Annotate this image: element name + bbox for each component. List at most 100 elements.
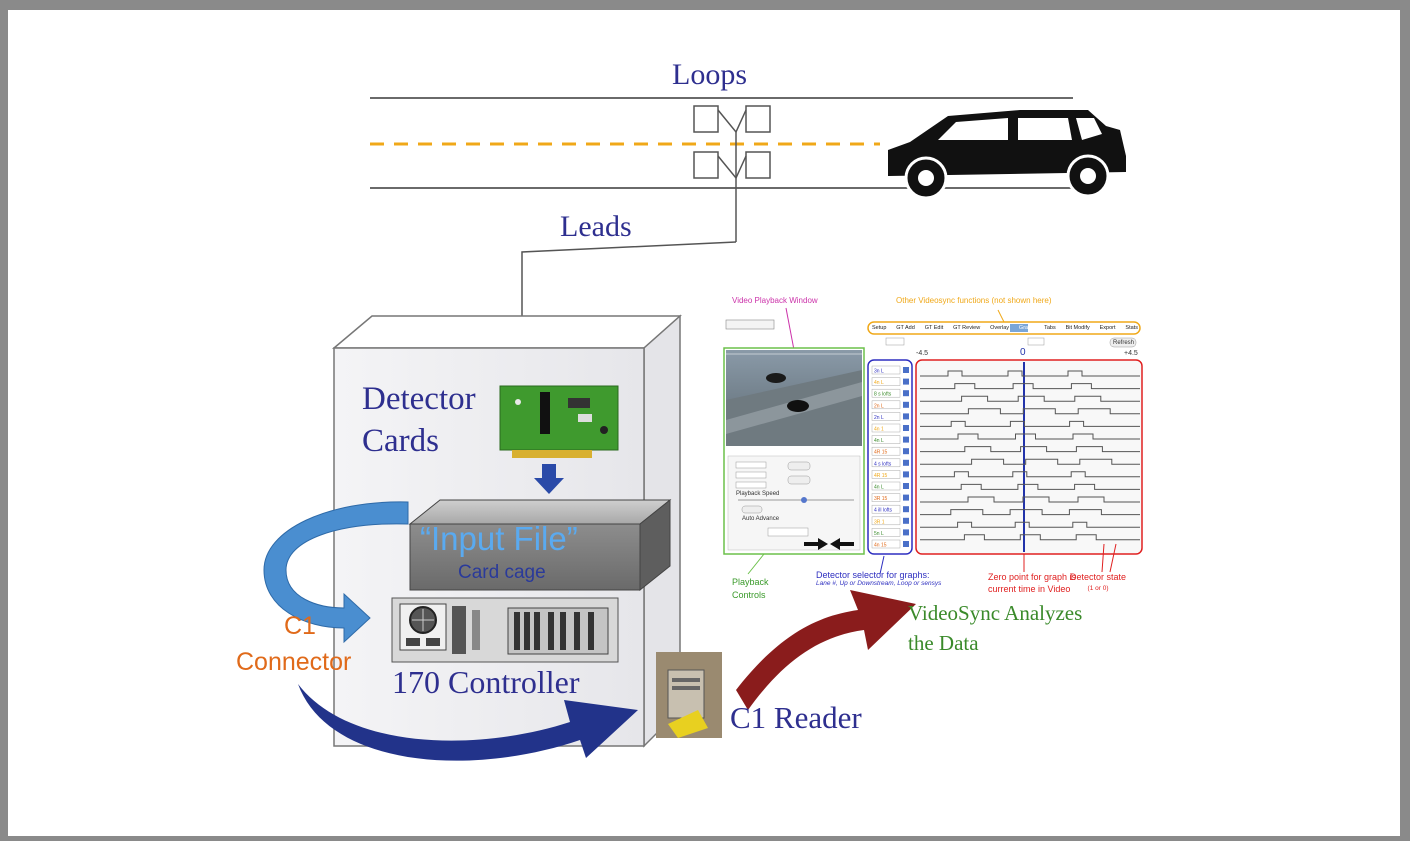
detector-checkbox-13[interactable] [903, 506, 909, 513]
detector-trace-3 [920, 395, 1140, 402]
detector-label-10: 4R 15 [874, 473, 888, 479]
refresh-label[interactable]: Refresh [1113, 340, 1135, 346]
tab-bit-modify[interactable]: Bit Modify [1065, 325, 1090, 331]
detector-checkbox-9[interactable] [903, 459, 909, 466]
detector-label-16: 4n 15 [874, 543, 887, 549]
detector-card-icon [499, 385, 619, 458]
c1-connector-arrow [263, 501, 409, 644]
detector-select-12[interactable] [871, 493, 901, 502]
detector-label-11: 4n L [874, 485, 884, 491]
detector-select-1[interactable] [871, 365, 901, 375]
other-functions-label: Other Videosync functions (not shown her… [896, 296, 1052, 305]
playback-controls-line-1: Playback [732, 577, 769, 587]
tab-export[interactable]: Export [1099, 325, 1116, 331]
c1-reader-label: C1 Reader [730, 700, 862, 735]
detector-select-13[interactable] [871, 504, 901, 514]
down-arrow-icon [534, 464, 564, 494]
detector-trace-10 [920, 483, 1140, 490]
playback-controls-line-2: Controls [732, 590, 766, 600]
tab-gt-review[interactable]: GT Review [953, 325, 981, 331]
detector-label-1: 3n L [874, 369, 884, 375]
tab-gt-add[interactable]: GT Add [896, 325, 915, 331]
detector-checkbox-8[interactable] [903, 448, 909, 455]
detector-select-10[interactable] [871, 470, 901, 479]
c1-connector-line-2: Connector [236, 648, 352, 676]
tab-setup[interactable]: Setup [872, 325, 887, 331]
detector-selector-line-1: Detector selector for graphs: [816, 570, 930, 580]
car-icon [888, 110, 1126, 200]
detector-label-9: 4 s lofts [874, 461, 892, 467]
tab-graph[interactable]: Graph [1018, 325, 1035, 331]
detector-select-9[interactable] [871, 458, 901, 468]
dark-red-arrow [736, 590, 916, 710]
detector-select-11[interactable] [871, 481, 901, 491]
videosync-tabs: Setup GT Add GT Edit GT Review Overlay Graph T… [872, 322, 1138, 334]
detector-checkbox-5[interactable] [903, 413, 909, 420]
detector-trace-8 [920, 458, 1140, 465]
graph-right-value: +4.5 [1124, 350, 1138, 357]
input-file-label: “Input File” [420, 520, 578, 557]
detector-checkbox-2[interactable] [903, 378, 909, 385]
card-cage-label: Card cage [458, 562, 546, 583]
detector-select-4[interactable] [871, 400, 901, 410]
detector-trace-9 [920, 471, 1140, 478]
videosync-line-1: VideoSync Analyzes [908, 601, 1083, 625]
leads-label: Leads [560, 210, 632, 243]
detector-checkbox-16[interactable] [903, 541, 909, 547]
tab-gt-edit[interactable]: GT Edit [924, 325, 944, 331]
detector-checkbox-11[interactable] [903, 483, 909, 489]
graph-left-value: -4.5 [916, 350, 929, 357]
detector-checkbox-6[interactable] [903, 425, 909, 431]
playback-controls-caption: Playback Controls [732, 576, 769, 602]
zero-point-line-1: Zero point for graph is [988, 572, 1077, 582]
detector-select-3[interactable] [871, 388, 901, 398]
c1-connector-line-1: C1 [284, 612, 316, 640]
detector-trace-2 [920, 383, 1140, 390]
detector-checkbox-15[interactable] [903, 529, 909, 536]
detector-trace-5 [920, 420, 1140, 427]
detector-select-14[interactable] [871, 516, 901, 526]
detector-select-7[interactable] [871, 435, 901, 444]
video-window-label: Video Playback Window [732, 296, 818, 305]
detector-label-5: 2n L [874, 415, 884, 421]
detector-select-8[interactable] [871, 446, 901, 456]
detector-select-5[interactable] [871, 412, 901, 421]
detector-label-6: 4n 1 [874, 427, 884, 433]
detector-state-caption: Detector state (1 or 0) [1070, 571, 1126, 595]
detector-select-16[interactable] [871, 539, 901, 549]
controller-170-icon [391, 597, 619, 663]
tab-overlay[interactable]: Overlay [990, 325, 1010, 331]
detector-checkbox-7[interactable] [903, 436, 909, 443]
detector-label-3: 8 s lofts [874, 392, 892, 398]
detector-select-2[interactable] [871, 377, 901, 386]
detector-trace-11 [920, 496, 1140, 503]
c1-reader-photo [656, 652, 722, 738]
detector-checkbox-10[interactable] [903, 471, 909, 478]
detector-trace-6 [920, 433, 1140, 440]
detector-label-8: 4R 15 [874, 450, 888, 456]
detector-select-15[interactable] [871, 528, 901, 537]
tab-stats[interactable]: Stats [1125, 325, 1138, 331]
zero-point-caption: Zero point for graph is current time in … [988, 571, 1076, 595]
c1-connector-label: C1 Connector [236, 608, 351, 680]
detector-trace-7 [920, 446, 1140, 453]
auto-advance-label: Auto Advance [742, 516, 780, 522]
detector-checkbox-1[interactable] [903, 367, 909, 373]
detector-state-line-1: Detector state [1070, 572, 1127, 582]
detector-trace-13 [920, 521, 1140, 528]
detector-cards-label: Detector Cards [362, 378, 476, 462]
detector-checkbox-12[interactable] [903, 494, 909, 501]
input-file-box [408, 498, 672, 592]
detector-selector-line-2: Lane #, Up or Downstream, Loop or sensys [816, 580, 942, 587]
loops-label: Loops [672, 58, 747, 91]
detector-select-6[interactable] [871, 423, 901, 433]
detector-label-15: 5n L [874, 531, 884, 537]
detector-checkbox-3[interactable] [903, 390, 909, 397]
detector-checkbox-14[interactable] [903, 517, 909, 524]
tab-tabs[interactable]: Tabs [1044, 325, 1056, 331]
videosync-label: VideoSync Analyzes the Data [908, 598, 1082, 658]
detector-checkbox-4[interactable] [903, 401, 909, 408]
detector-label-2: 4n L [874, 380, 884, 386]
